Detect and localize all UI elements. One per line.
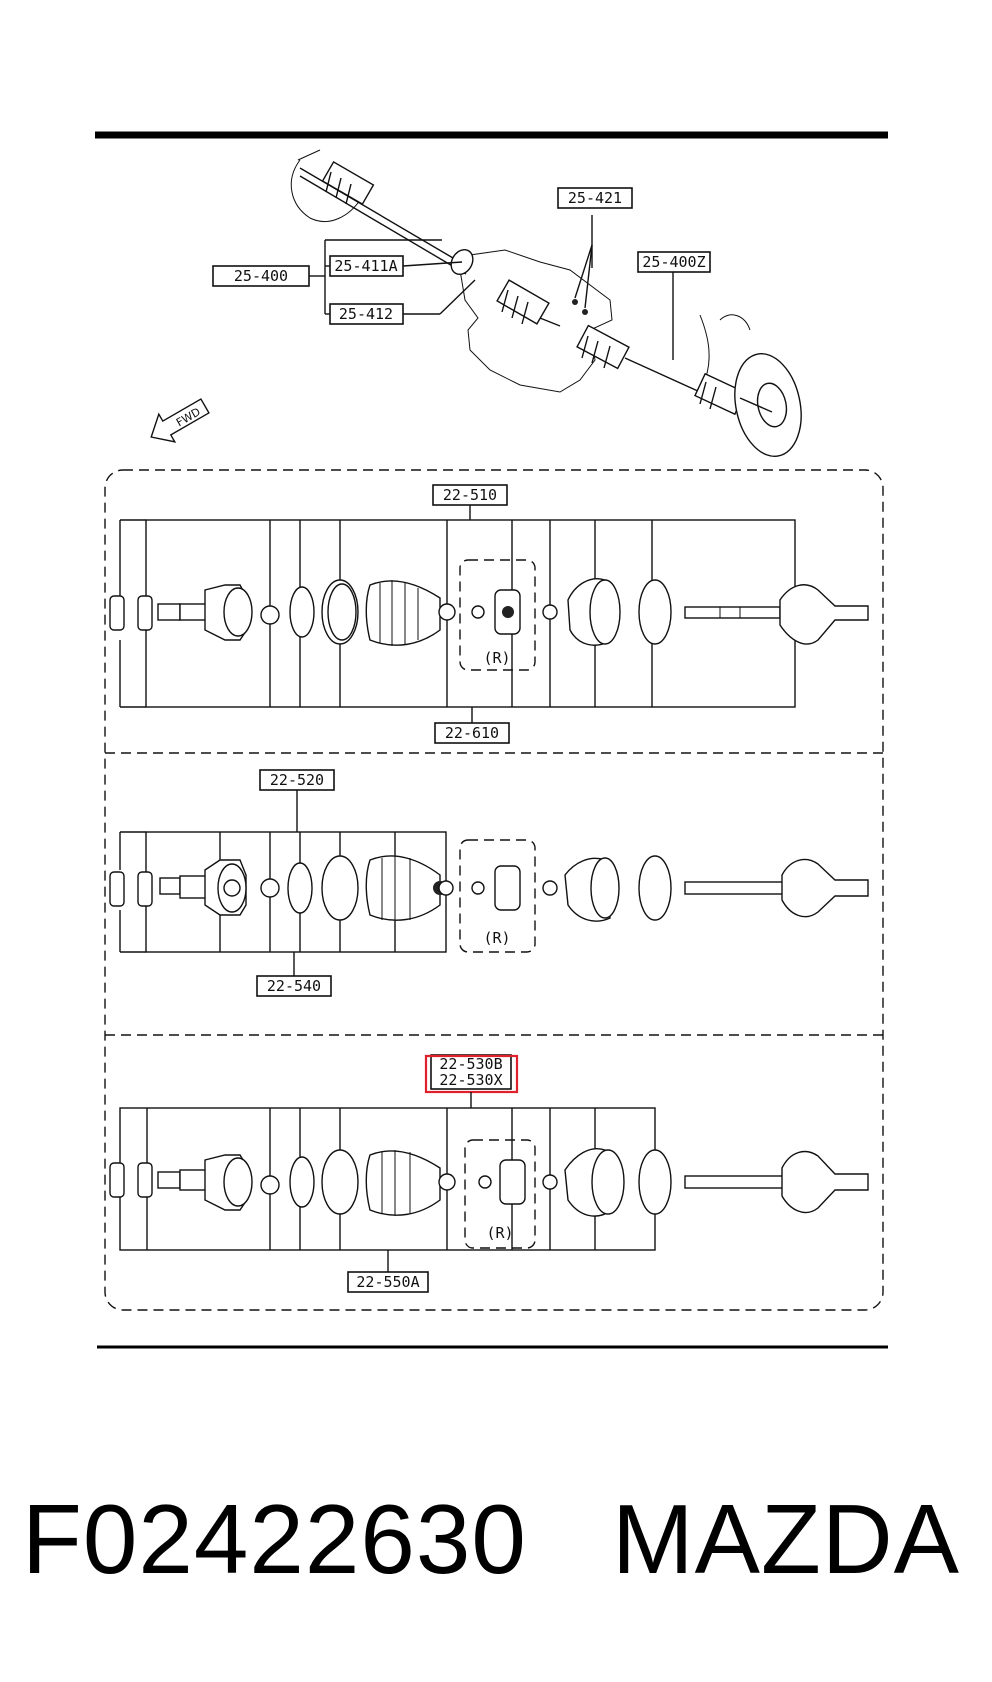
- overview-assembly: 25-421 25-400Z 25-400 25-411A 25-412 FWD: [150, 149, 802, 457]
- label-25-421: 25-421: [568, 189, 622, 207]
- label-25-411a: 25-411A: [334, 257, 397, 275]
- label-22-530b: 22-530B: [439, 1055, 502, 1073]
- fwd-arrow-icon: FWD: [150, 398, 210, 443]
- label-25-412: 25-412: [339, 305, 393, 323]
- label-22-550a: 22-550A: [356, 1273, 419, 1291]
- section-1-r-label: (R): [483, 649, 510, 667]
- section-2-r-label: (R): [483, 929, 510, 947]
- section-3-r-label: (R): [486, 1224, 513, 1242]
- label-22-610: 22-610: [445, 724, 499, 742]
- brand-name: MAZDA: [612, 1484, 960, 1594]
- part-number: F02422630: [22, 1484, 527, 1594]
- section-1: 22-510 22-610: [109, 484, 869, 744]
- svg-text:FWD: FWD: [174, 405, 203, 429]
- label-22-530x: 22-530X: [439, 1071, 502, 1089]
- section-2: 22-520 22-540 (R): [109, 769, 869, 997]
- label-22-540: 22-540: [267, 977, 321, 995]
- sections-frame: [104, 469, 884, 1311]
- label-25-400z: 25-400Z: [642, 253, 705, 271]
- label-22-510: 22-510: [443, 486, 497, 504]
- label-25-400: 25-400: [234, 267, 288, 285]
- label-22-520: 22-520: [270, 771, 324, 789]
- section-3: 22-530B 22-530X 22-550A (R): [109, 1054, 869, 1293]
